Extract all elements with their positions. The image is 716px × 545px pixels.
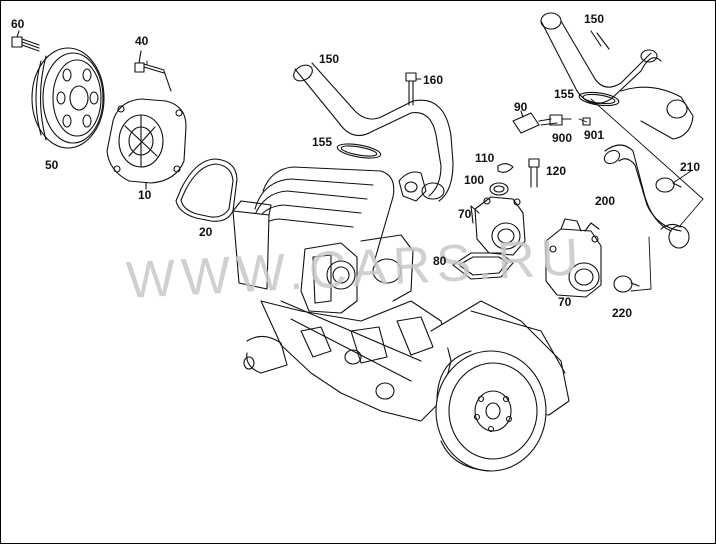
clamp-part-210 (655, 177, 682, 193)
label-part-150-top: 150 (584, 12, 605, 26)
label-part-110: 110 (475, 151, 495, 165)
label-part-70-left: 70 (458, 207, 472, 221)
leader-lines (146, 60, 704, 292)
gasket-part-20 (175, 158, 238, 222)
clip-part-110 (497, 163, 514, 173)
label-part-10: 10 (138, 188, 152, 202)
thermostat-housing-part-70-right (545, 218, 602, 298)
label-part-40: 40 (135, 34, 149, 48)
label-part-150-middle: 150 (319, 52, 340, 66)
ring-part-100 (489, 182, 509, 196)
label-part-120: 120 (546, 164, 567, 178)
label-part-160: 160 (423, 73, 444, 87)
label-part-200: 200 (595, 194, 616, 208)
hose-part-150-top (540, 12, 694, 140)
label-part-155-middle: 155 (312, 135, 333, 149)
label-part-70-right: 70 (558, 295, 572, 309)
o-ring-part-155-right (578, 91, 620, 107)
label-part-100: 100 (464, 173, 485, 187)
bolt-part-60 (11, 30, 40, 52)
bolt-part-160 (405, 72, 422, 106)
pulley-part-50 (31, 47, 105, 149)
label-part-900: 900 (552, 131, 573, 145)
clip-part-900 (549, 114, 572, 126)
water-pump-part-10 (106, 98, 187, 190)
label-part-20: 20 (199, 225, 213, 239)
engine-block (232, 166, 570, 472)
sensor-part-90 (512, 110, 552, 134)
clip-part-901 (582, 117, 591, 126)
thermostat-housing-part-70-left (470, 196, 526, 256)
label-part-80: 80 (433, 254, 447, 268)
label-part-901: 901 (584, 128, 605, 142)
label-part-220: 220 (612, 306, 633, 320)
o-ring-part-155-middle (336, 143, 382, 159)
gasket-part-80 (452, 252, 514, 280)
label-part-90: 90 (514, 100, 528, 114)
label-part-50: 50 (45, 158, 59, 172)
label-part-155-right: 155 (554, 87, 575, 101)
clamp-part-220 (613, 275, 640, 293)
bolt-part-120 (528, 158, 540, 188)
label-part-210: 210 (680, 160, 701, 174)
label-part-60: 60 (11, 17, 25, 31)
hose-part-200 (603, 144, 690, 249)
bolt-part-40 (134, 50, 172, 92)
hose-part-150-middle (293, 62, 454, 202)
